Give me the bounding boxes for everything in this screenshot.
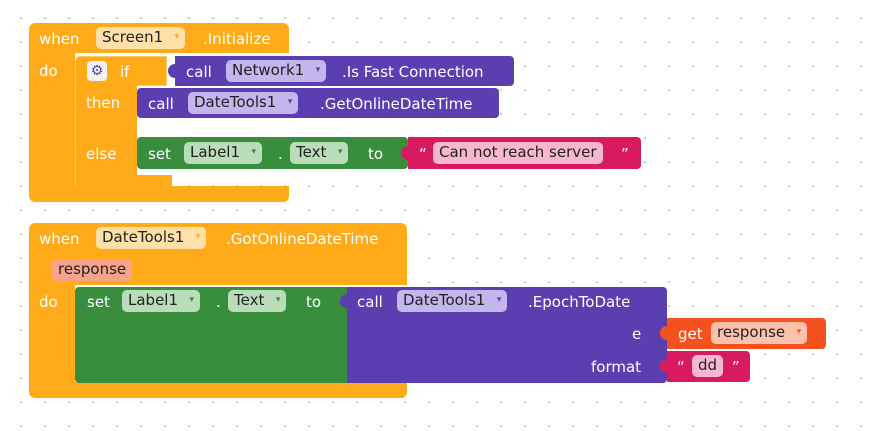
- if-label: if: [120, 63, 130, 81]
- component-dropdown-label1[interactable]: Label1 ▾: [122, 290, 201, 312]
- event-name-got-online-date-time: .GotOnlineDateTime: [226, 230, 379, 248]
- set-label1-text-block[interactable]: [75, 287, 347, 383]
- dropdown-arrow-icon: ▾: [195, 232, 201, 242]
- property-dropdown-label: Text: [296, 143, 327, 161]
- set-label: set: [87, 293, 110, 311]
- component-dropdown-label: DateTools1: [194, 93, 277, 111]
- else-label: else: [86, 145, 117, 163]
- dropdown-arrow-icon: ▾: [496, 295, 502, 305]
- component-dropdown-label: Screen1: [102, 28, 164, 46]
- method-is-fast-connection: .Is Fast Connection: [342, 63, 484, 81]
- property-dropdown-text[interactable]: Text ▾: [290, 142, 349, 164]
- method-get-online-date-time: .GetOnlineDateTime: [320, 95, 473, 113]
- component-dropdown-label: DateTools1: [102, 228, 185, 246]
- when-label: when: [39, 30, 80, 48]
- event-bottom-screen1: [29, 186, 289, 202]
- close-quote: ”: [732, 358, 740, 376]
- dot-separator: .: [278, 145, 283, 163]
- component-dropdown-label1[interactable]: Label1 ▾: [184, 142, 263, 164]
- text-value-field[interactable]: Can not reach server: [433, 142, 603, 164]
- component-dropdown-datetools1[interactable]: DateTools1 ▾: [96, 227, 207, 249]
- dropdown-arrow-icon: ▾: [275, 295, 281, 305]
- variable-dropdown-label: response: [717, 323, 786, 341]
- component-dropdown-screen1[interactable]: Screen1 ▾: [96, 27, 186, 49]
- close-quote: ”: [621, 145, 629, 163]
- dropdown-arrow-icon: ▾: [337, 147, 343, 157]
- dropdown-arrow-icon: ▾: [287, 97, 293, 107]
- dot-separator: .: [216, 293, 221, 311]
- dropdown-arrow-icon: ▾: [251, 147, 257, 157]
- text-value: Can not reach server: [439, 143, 597, 161]
- call-label: call: [148, 95, 174, 113]
- event-name-initialize: .Initialize: [203, 30, 271, 48]
- to-label: to: [368, 145, 384, 163]
- call-network1-connector: [168, 64, 175, 78]
- do-label: do: [39, 293, 58, 311]
- event-param-response[interactable]: response: [52, 259, 133, 281]
- component-dropdown-label: Label1: [128, 291, 179, 309]
- arg-label-e: e: [632, 325, 642, 343]
- dropdown-arrow-icon: ▾: [174, 32, 180, 42]
- dropdown-arrow-icon: ▾: [315, 65, 321, 75]
- event-body-screen1: [29, 52, 75, 188]
- component-dropdown-network1[interactable]: Network1 ▾: [226, 60, 327, 82]
- set-label: set: [148, 145, 171, 163]
- then-label: then: [86, 94, 121, 112]
- open-quote: “: [419, 145, 427, 163]
- text-string-connector: [401, 146, 408, 160]
- arg-label-format: format: [591, 358, 642, 376]
- set-label1-text-block[interactable]: [137, 137, 408, 169]
- open-quote: “: [677, 358, 685, 376]
- call-label: call: [186, 63, 212, 81]
- get-response-connector: [660, 326, 667, 340]
- to-label: to: [306, 293, 322, 311]
- component-dropdown-label: Network1: [232, 61, 305, 79]
- component-dropdown-label: Label1: [190, 143, 241, 161]
- format-text-connector: [660, 359, 667, 373]
- event-body-datetools1: [29, 284, 75, 384]
- component-dropdown-label: DateTools1: [403, 291, 486, 309]
- variable-dropdown-response[interactable]: response ▾: [711, 322, 808, 344]
- format-value-field[interactable]: dd: [692, 355, 724, 377]
- format-value: dd: [698, 356, 718, 374]
- if-then-section: [75, 85, 137, 187]
- method-epoch-to-date: .EpochToDate: [528, 293, 631, 311]
- get-label: get: [678, 325, 703, 343]
- property-dropdown-text[interactable]: Text ▾: [228, 290, 287, 312]
- component-dropdown-datetools1[interactable]: DateTools1 ▾: [397, 290, 508, 312]
- dropdown-arrow-icon: ▾: [189, 295, 195, 305]
- call-label: call: [357, 293, 383, 311]
- do-label: do: [39, 62, 58, 80]
- mutator-gear-icon[interactable]: ⚙: [87, 61, 107, 81]
- call-epoch-connector: [340, 294, 347, 308]
- param-label: response: [58, 260, 127, 278]
- when-label: when: [39, 230, 80, 248]
- if-bottom-arm: [75, 175, 172, 187]
- event-bottom-datetools1: [29, 382, 407, 398]
- dropdown-arrow-icon: ▾: [796, 327, 802, 337]
- property-dropdown-label: Text: [234, 291, 265, 309]
- component-dropdown-datetools1[interactable]: DateTools1 ▾: [188, 92, 299, 114]
